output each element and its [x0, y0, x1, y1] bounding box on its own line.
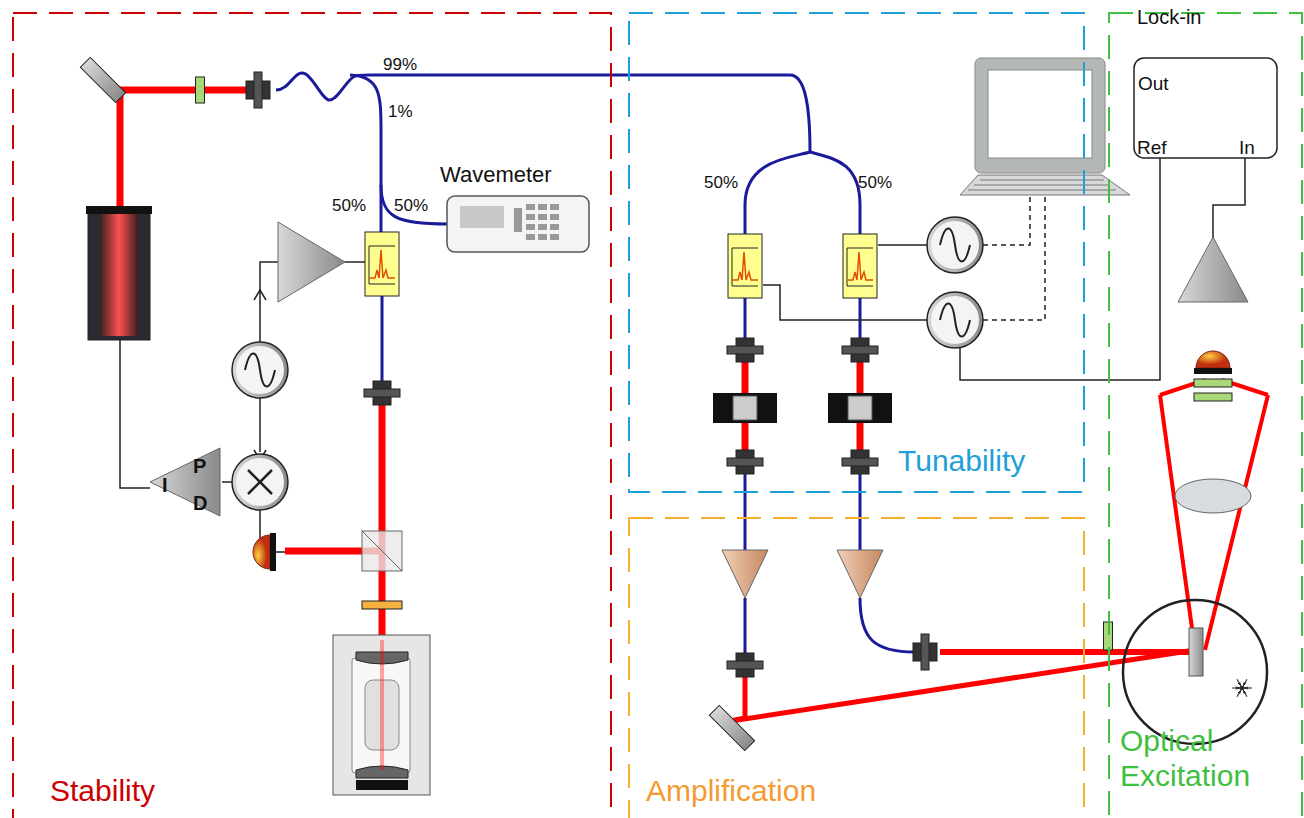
mirror [709, 705, 754, 750]
region-band: Amplification [628, 517, 1085, 818]
reference-cavity [333, 635, 430, 795]
optical-fiber [810, 152, 860, 236]
region-band: Optical ExcitationLock-inOutRefIn [1108, 12, 1303, 818]
oscillator [232, 342, 288, 398]
optical-fiber [859, 298, 862, 340]
beamsplitter-cube [362, 531, 402, 571]
region-title: Optical Excitation [1120, 724, 1298, 793]
region-band: Stability WavemeterP I D [12, 12, 612, 818]
filter [1194, 393, 1232, 401]
port-label: Ref [1137, 137, 1167, 159]
split-ratio: 99% [383, 55, 417, 75]
acousto-optic-modulator [828, 393, 892, 423]
port-label: In [1239, 137, 1255, 159]
optical-amplifier [722, 550, 768, 598]
signal-wire [345, 261, 365, 263]
optical-fiber [745, 152, 810, 236]
signal-wire [878, 244, 927, 246]
cryostat [1123, 600, 1267, 744]
node-outline [12, 12, 612, 818]
photodetector [1194, 351, 1232, 374]
photodetector [253, 533, 276, 571]
filter [1194, 379, 1232, 387]
oscillator [927, 217, 983, 273]
signal-wire [960, 158, 1160, 380]
optical-fiber [381, 185, 447, 224]
laser-beam [940, 649, 1195, 655]
electro-optic-modulator [365, 232, 399, 296]
controller-term: I [162, 474, 168, 497]
fiber-collimator [727, 338, 763, 362]
electro-optic-modulator [728, 234, 762, 298]
lock-in-amplifier: Lock-inOutRef In [1133, 5, 1278, 160]
photodetector-amplifier [1178, 237, 1248, 302]
fiber-collimator [842, 338, 878, 362]
signal-wire [120, 340, 150, 488]
wavemeter-device: Wavemeter [438, 160, 593, 256]
fiber-collimator [246, 72, 270, 108]
signal-wire [259, 398, 261, 452]
lens [1175, 479, 1251, 513]
split-ratio: 50% [704, 173, 738, 193]
fiber-collimator [727, 450, 763, 474]
signal-wire [222, 481, 232, 483]
optical-fiber [744, 298, 747, 340]
region-title: Stability [50, 774, 155, 809]
laser [86, 206, 152, 340]
optical-fiber [381, 296, 384, 383]
split-ratio: 50% [858, 173, 892, 193]
node-outline [628, 12, 1085, 493]
region-title: Tunability [898, 444, 1025, 479]
electro-optic-modulator [843, 234, 877, 298]
signal-wire [260, 262, 278, 342]
controller-term: P [193, 455, 206, 478]
oscillator [927, 292, 983, 348]
optical-fiber [276, 73, 810, 152]
fiber-collimator [913, 634, 937, 670]
fiber-collimator [364, 381, 400, 405]
computer [960, 58, 1130, 195]
split-ratio: 1% [388, 102, 413, 122]
laser-beam [380, 640, 384, 770]
pid-controller: P I D [148, 446, 224, 518]
optical-amplifier [837, 550, 883, 598]
mixer [232, 454, 288, 510]
node-outline [628, 517, 1085, 818]
acousto-optic-modulator [713, 393, 777, 423]
port-label: Lock-in [1137, 6, 1201, 29]
laser-beam [120, 90, 250, 212]
waveplate [362, 601, 402, 609]
fiber-collimator [727, 653, 763, 677]
control-line [983, 195, 1045, 320]
device-name: Wavemeter [440, 162, 552, 187]
region-title: Amplification [646, 774, 816, 809]
port-label: Out [1138, 73, 1169, 95]
fiber-collimator [842, 450, 878, 474]
mirror [80, 57, 125, 102]
split-ratio: 50% [394, 196, 428, 216]
laser-beam [1160, 395, 1268, 650]
controller-term: D [193, 492, 207, 515]
split-ratio: 50% [332, 196, 366, 216]
waveplate [196, 77, 205, 103]
rf-amplifier [278, 222, 345, 302]
region-band: Tunability [628, 12, 1085, 493]
node-outline [148, 446, 224, 518]
